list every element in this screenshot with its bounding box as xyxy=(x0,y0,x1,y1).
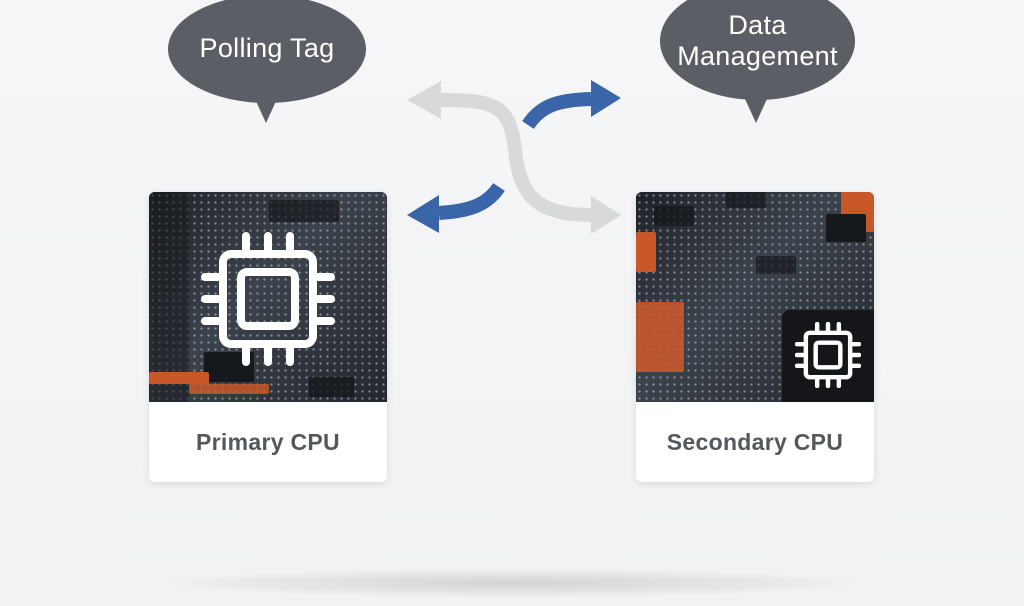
board-component xyxy=(309,377,354,397)
blue-arrow-lower-curve xyxy=(438,182,505,220)
gray-arrow-head-right xyxy=(591,196,621,234)
data-management-bubble: Data Management xyxy=(660,0,855,100)
board-component xyxy=(756,256,796,274)
cpu-chip-icon xyxy=(201,232,335,366)
board-component xyxy=(654,206,694,226)
secondary-cpu-card: Secondary CPU xyxy=(636,192,874,482)
circuit-board-image xyxy=(636,192,874,402)
board-component xyxy=(269,200,339,222)
board-shade xyxy=(149,192,189,402)
board-trace xyxy=(636,232,656,272)
board-trace xyxy=(149,372,209,384)
exchange-arrows xyxy=(407,80,621,234)
circuit-board-image xyxy=(149,192,387,402)
blue-arrow-lower-head xyxy=(407,195,439,233)
data-management-text: Data Management xyxy=(677,10,838,72)
floor-shadow xyxy=(150,568,874,598)
polling-tag-bubble: Polling Tag xyxy=(168,0,366,103)
primary-cpu-card: Primary CPU xyxy=(149,192,387,482)
board-trace xyxy=(636,302,684,372)
data-management-label-line1: Data xyxy=(728,9,787,40)
cpu-chip-icon xyxy=(795,322,861,388)
board-component xyxy=(726,192,766,208)
polling-tag-label: Polling Tag xyxy=(199,33,335,64)
blue-arrow-upper-head xyxy=(591,80,621,117)
gray-arrow-head-left xyxy=(407,81,441,119)
primary-cpu-label: Primary CPU xyxy=(196,428,340,455)
board-trace xyxy=(189,384,269,394)
data-management-bubble-tail xyxy=(745,99,767,123)
gray-arrow-curve xyxy=(440,93,594,222)
data-management-label-line2: Management xyxy=(677,41,838,71)
board-component xyxy=(826,214,866,242)
polling-tag-bubble-tail xyxy=(255,99,277,123)
secondary-cpu-label: Secondary CPU xyxy=(666,428,844,455)
blue-arrow-upper-curve xyxy=(522,92,592,130)
